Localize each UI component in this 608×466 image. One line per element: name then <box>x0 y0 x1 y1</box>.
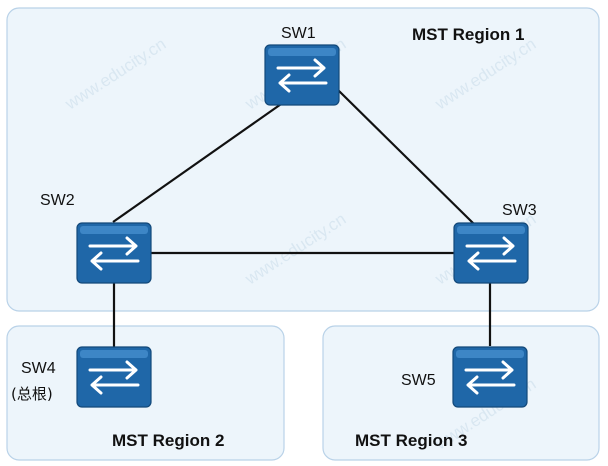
switch-sw5-icon[interactable] <box>451 345 529 409</box>
switch-sw2-icon[interactable] <box>75 221 153 285</box>
sw4-sublabel: (总根) <box>11 385 53 403</box>
region-3-label: MST Region 3 <box>355 431 467 450</box>
link-sw1-sw3 <box>337 89 475 225</box>
link-sw1-sw2 <box>112 101 285 223</box>
sw5-label: SW5 <box>401 372 436 389</box>
sw4-label: SW4 <box>21 360 56 377</box>
switch-sw4-icon[interactable] <box>75 345 153 409</box>
region-1-label: MST Region 1 <box>412 25 524 44</box>
switch-sw1-icon[interactable] <box>263 43 341 107</box>
switch-sw3-icon[interactable] <box>452 221 530 285</box>
region-2-label: MST Region 2 <box>112 431 224 450</box>
sw3-label: SW3 <box>502 202 537 219</box>
sw2-label: SW2 <box>40 192 75 209</box>
sw1-label: SW1 <box>281 25 316 42</box>
mst-region-1 <box>6 7 600 312</box>
